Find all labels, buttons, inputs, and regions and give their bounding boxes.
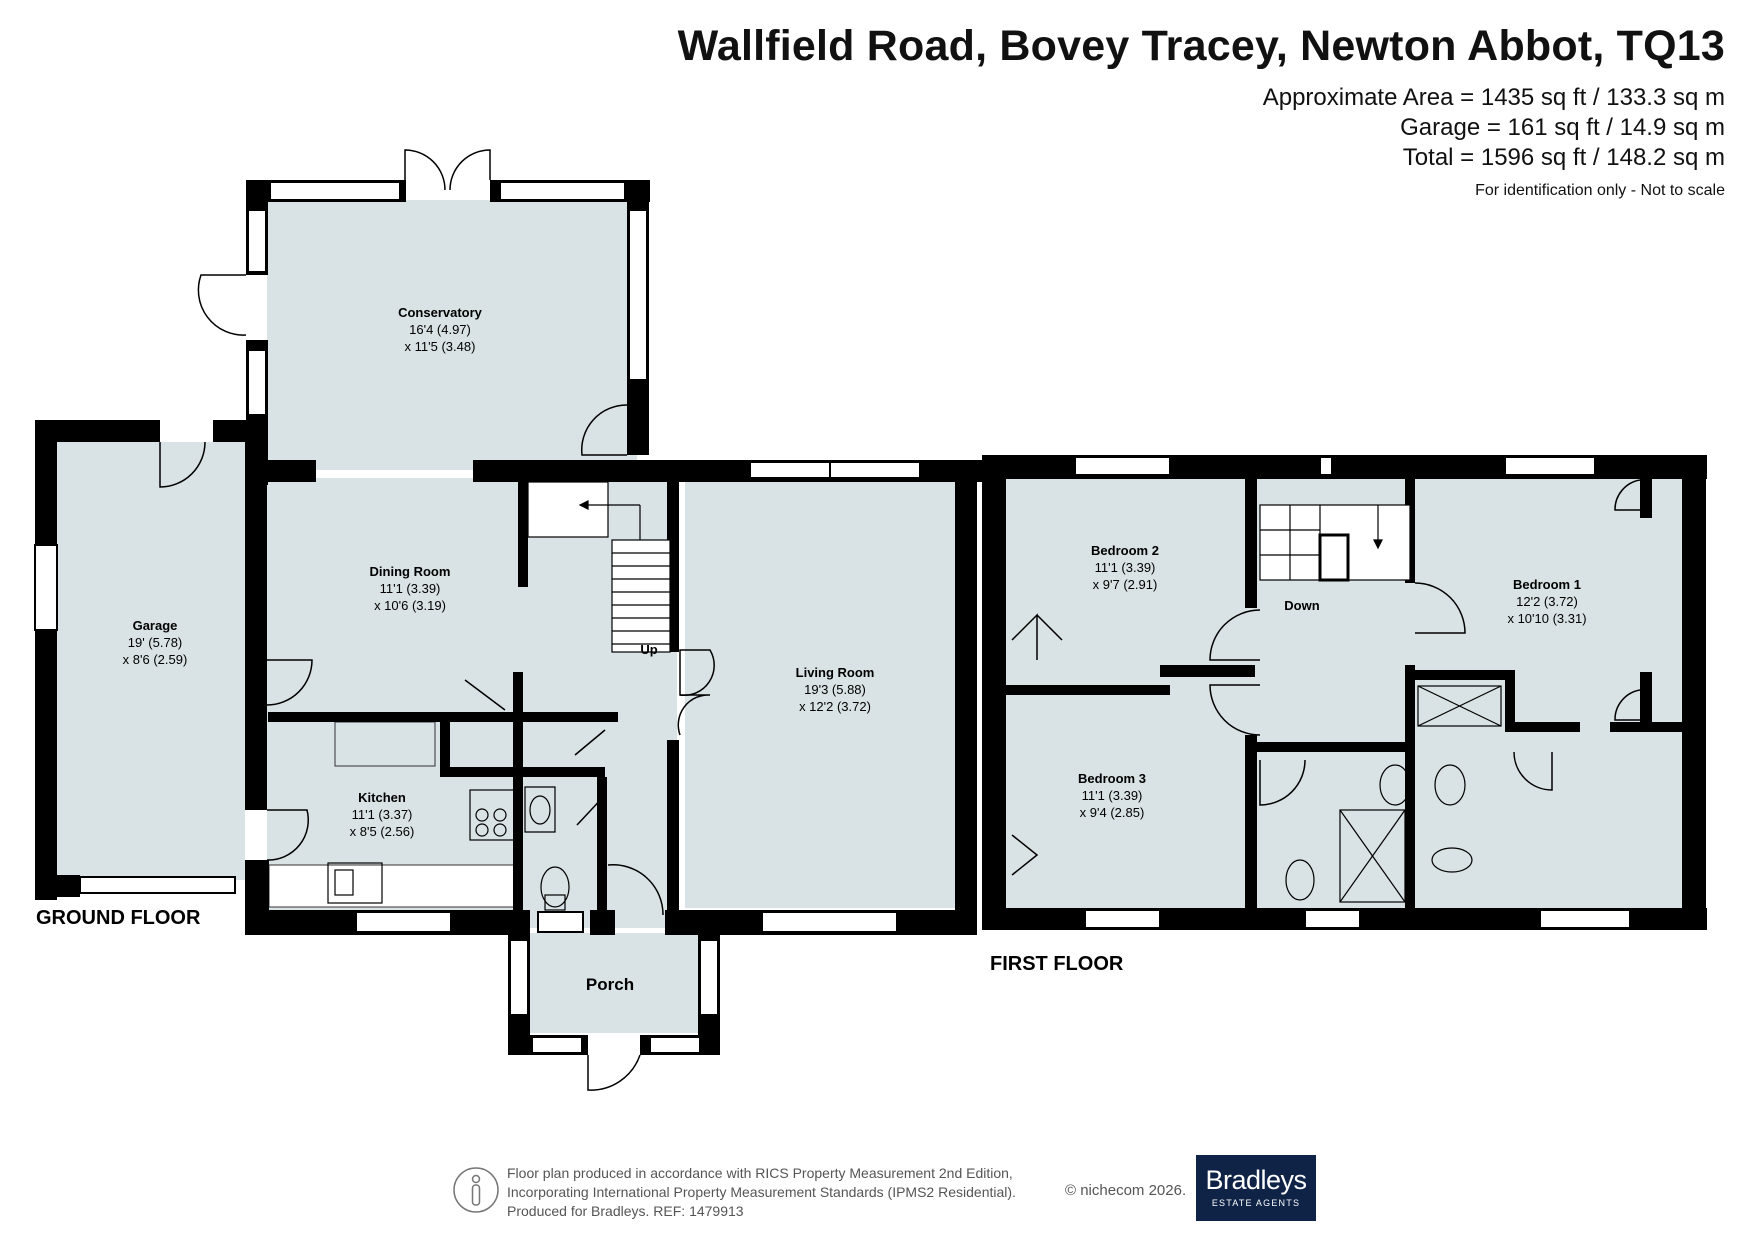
first-stairs [1259, 504, 1411, 582]
copyright: © nichecom 2026. [1065, 1182, 1187, 1199]
bedroom1-dim1: 12'2 (3.72) [1516, 594, 1578, 609]
dining-room-dim2: x 10'6 (3.19) [374, 598, 446, 613]
ground-doors [159, 149, 715, 1091]
bradleys-logo: Bradleys ESTATE AGENTS [1196, 1155, 1316, 1221]
logo-tagline: ESTATE AGENTS [1211, 1198, 1301, 1208]
ground-stairs [527, 481, 671, 653]
bedroom3-label: Bedroom 3 [1078, 771, 1146, 786]
garage-dim1: 19' (5.78) [128, 635, 183, 650]
living-room-dim2: x 12'2 (3.72) [799, 699, 871, 714]
stairs-down-label: Down [1284, 598, 1319, 613]
footer-line-2: Incorporating International Property Mea… [507, 1184, 1016, 1200]
living-fill [685, 478, 955, 908]
conservatory-dim2: x 11'5 (3.48) [405, 339, 476, 354]
living-room-label: Living Room [796, 665, 875, 680]
total-area: Total = 1596 sq ft / 148.2 sq m [1402, 144, 1725, 171]
porch-label: Porch [586, 975, 634, 994]
kitchen-upper-counter [334, 721, 436, 767]
ground-floor-label: GROUND FLOOR [36, 907, 201, 929]
bedroom3-dim1: 11'1 (3.39) [1082, 788, 1143, 803]
bedroom3-dim2: x 9'4 (2.85) [1080, 805, 1145, 820]
footer-line-1: Floor plan produced in accordance with R… [507, 1165, 1013, 1181]
living-room-dim1: 19'3 (5.88) [804, 682, 866, 697]
kitchen-dim2: x 8'5 (2.56) [350, 824, 415, 839]
bedroom1-dim2: x 10'10 (3.31) [1507, 611, 1586, 626]
garage-dim2: x 8'6 (2.59) [123, 652, 188, 667]
bedroom1-label: Bedroom 1 [1513, 577, 1581, 592]
first-floor-walls [982, 455, 1707, 930]
logo-name: Bradleys [1205, 1165, 1307, 1195]
bedroom2-label: Bedroom 2 [1091, 543, 1159, 558]
kitchen-label: Kitchen [358, 790, 406, 805]
first-doors [1011, 479, 1641, 876]
conservatory-dim1: 16'4 (4.97) [409, 322, 471, 337]
garage-fill [55, 442, 245, 880]
first-floor-label: FIRST FLOOR [990, 953, 1124, 975]
scale-note: For identification only - Not to scale [1475, 182, 1725, 199]
kitchen-appliances [327, 786, 570, 911]
bedroom2-dim1: 11'1 (3.39) [1095, 560, 1156, 575]
kitchen-worktop [268, 864, 515, 908]
first-windows [1074, 456, 1631, 929]
approximate-area: Approximate Area = 1435 sq ft / 133.3 sq… [1262, 84, 1725, 111]
bedroom2-dim2: x 9'7 (2.91) [1093, 577, 1158, 592]
person-icon [453, 1167, 499, 1213]
garage-area: Garage = 161 sq ft / 14.9 sq m [1400, 114, 1725, 141]
first-floor-fills [1005, 478, 1705, 928]
ground-windows [79, 181, 921, 1054]
dining-room-dim1: 11'1 (3.39) [380, 581, 441, 596]
footer-notes: Floor plan produced in accordance with R… [507, 1164, 1016, 1221]
porch-fill [530, 933, 705, 1033]
ground-floor-fills [55, 200, 955, 1033]
page-title: Wallfield Road, Bovey Tracey, Newton Abb… [677, 22, 1725, 70]
garage-label: Garage [133, 618, 178, 633]
dining-fill [267, 478, 677, 928]
dining-room-label: Dining Room [370, 564, 451, 579]
bathroom-fittings [1285, 685, 1502, 903]
conservatory-label: Conservatory [398, 305, 483, 320]
footer-line-3: Produced for Bradleys. REF: 1479913 [507, 1203, 744, 1219]
stairs-up-label: Up [640, 642, 657, 657]
conservatory-fill [267, 200, 637, 470]
kitchen-dim1: 11'1 (3.37) [352, 807, 413, 822]
